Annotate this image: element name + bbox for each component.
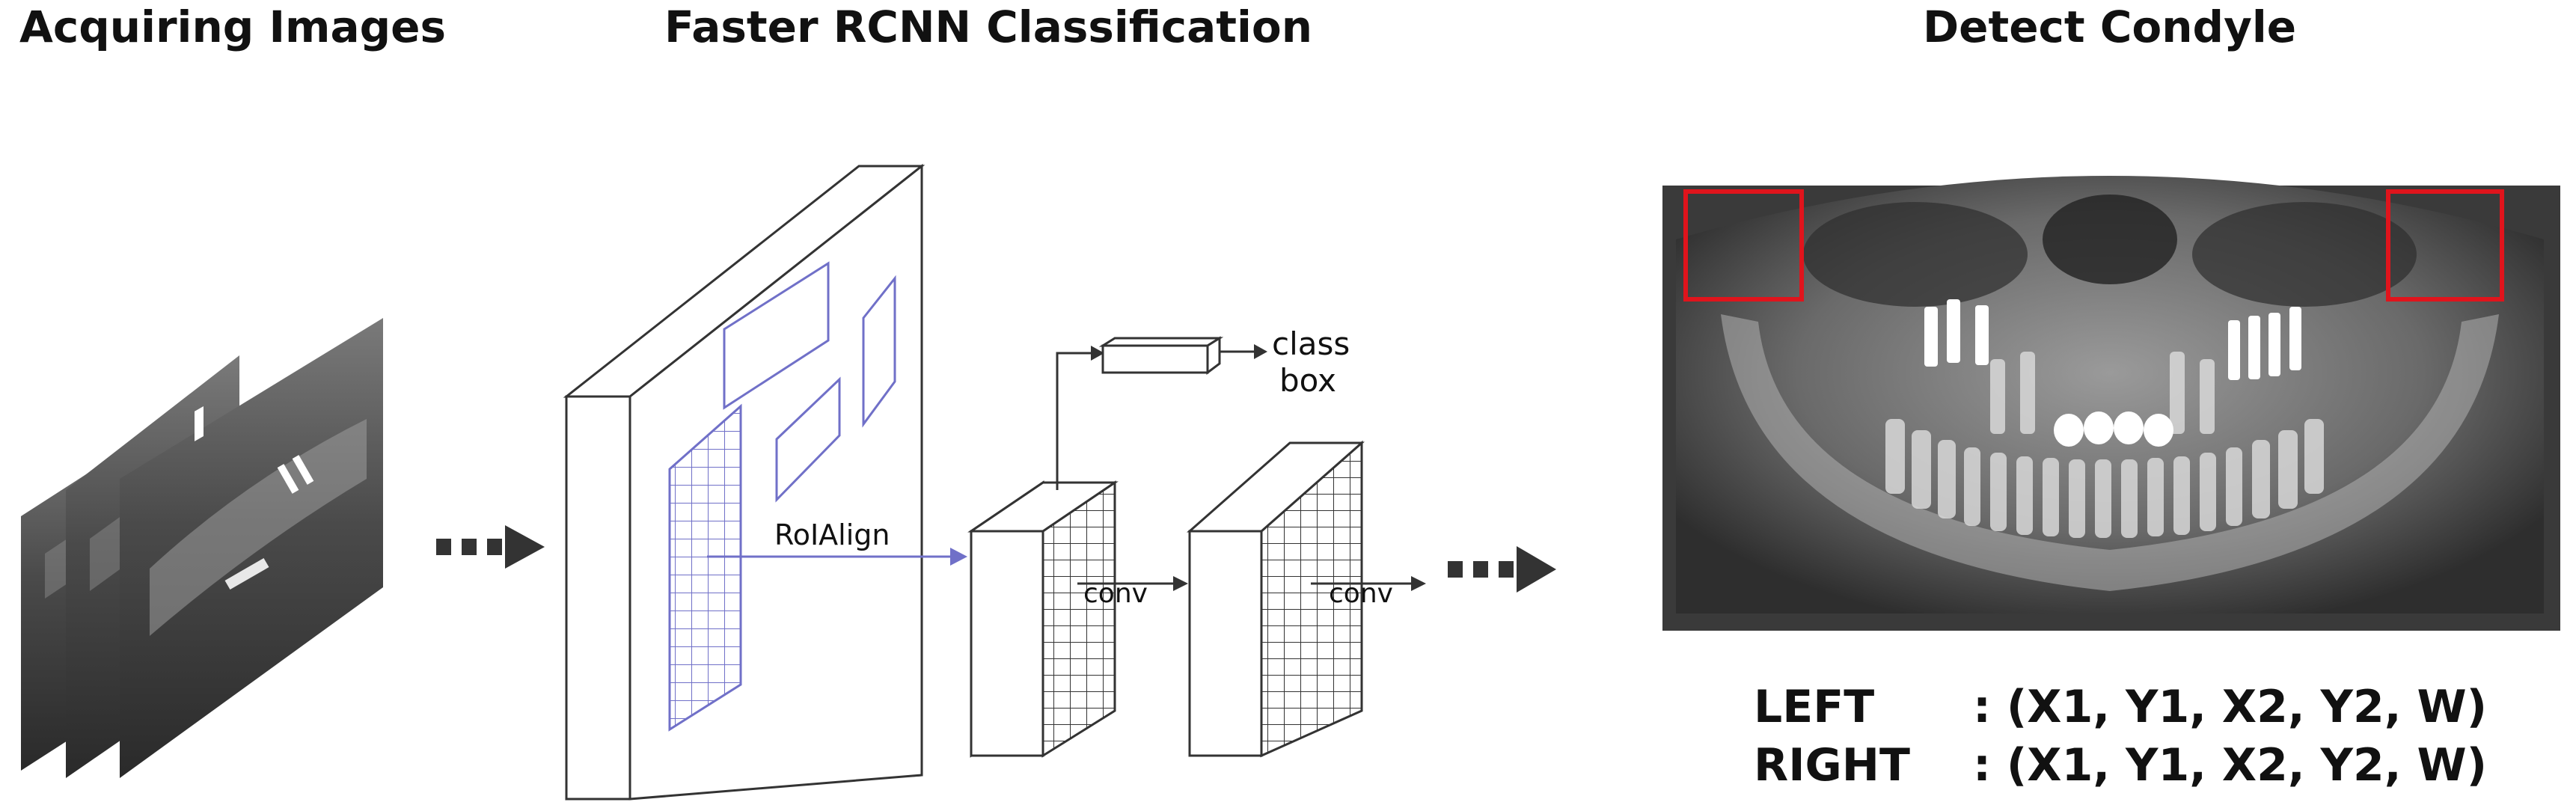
title-acquiring-images: Acquiring Images: [19, 1, 446, 52]
fc-out-arrow: [1220, 344, 1267, 359]
title-faster-rcnn: Faster RCNN Classification: [664, 1, 1313, 52]
coord-left-side: LEFT: [1754, 681, 1875, 733]
roialign-arrow: [707, 548, 967, 566]
dashed-arrow-1: [436, 525, 545, 569]
conv-label-2: conv: [1329, 578, 1393, 609]
roi-box-3: [775, 376, 841, 503]
title-detect-condyle: Detect Condyle: [1923, 1, 2297, 52]
detection-box-right: [2386, 189, 2504, 302]
conv-arrow-2: [1311, 576, 1426, 591]
coord-right-value: : (X1, Y1, X2, Y2, W): [1973, 739, 2488, 792]
dashed-arrow-2: [1448, 546, 1556, 593]
coord-right-side: RIGHT: [1754, 739, 1910, 792]
coord-left-value: : (X1, Y1, X2, Y2, W): [1973, 681, 2488, 733]
feature-map: [563, 163, 926, 801]
class-label: class: [1272, 325, 1350, 362]
small-feature-map-2: [1187, 440, 1365, 758]
roi-boxes: [723, 261, 896, 503]
small-feature-map-1: [967, 480, 1119, 758]
detection-box-left: [1683, 189, 1804, 302]
roi-box-2: [862, 275, 896, 428]
roi-grid: [668, 403, 742, 732]
fc-layer: [1098, 336, 1224, 375]
head-arrow: [1056, 346, 1104, 490]
panoramic-xray: [1662, 176, 2560, 631]
conv-label-1: conv: [1083, 578, 1148, 609]
roi-box-1: [723, 261, 830, 410]
conv-arrow-1: [1077, 576, 1188, 591]
box-label: box: [1279, 362, 1336, 399]
roialign-label: RoIAlign: [774, 518, 890, 551]
xray-stack: [21, 318, 383, 778]
xray-slice-3: [120, 318, 383, 778]
